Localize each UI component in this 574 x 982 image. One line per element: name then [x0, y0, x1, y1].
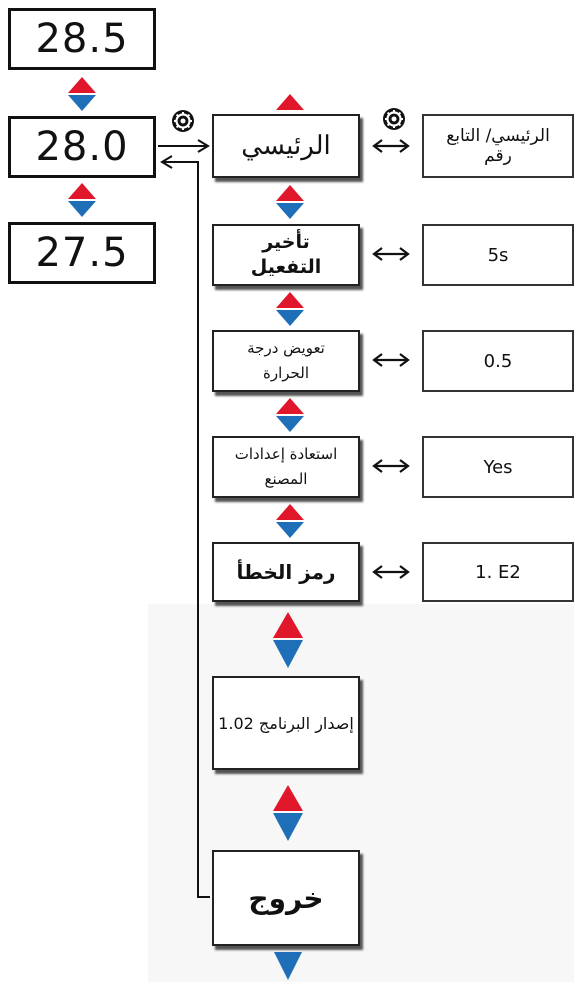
- value-factory-reset[interactable]: Yes: [422, 436, 574, 498]
- up-down-arrow-icon[interactable]: [273, 785, 303, 841]
- value-temp-compensation[interactable]: 0.5: [422, 330, 574, 392]
- double-arrow-icon: [372, 564, 410, 580]
- value-main-slave-number[interactable]: الرئيسي/ التابع رقم: [422, 114, 574, 178]
- return-loop-line: [162, 161, 210, 898]
- menu-software-version[interactable]: إصدار البرنامج 1.02: [212, 676, 360, 770]
- up-down-arrow-icon[interactable]: [68, 183, 96, 217]
- gear-icon[interactable]: [381, 106, 407, 132]
- up-down-arrow-icon[interactable]: [276, 504, 304, 538]
- value-activation-delay[interactable]: 5s: [422, 224, 574, 286]
- menu-activation-delay[interactable]: تأخير التفعيل: [212, 224, 360, 286]
- down-arrow-icon[interactable]: [274, 952, 302, 980]
- up-down-arrow-icon[interactable]: [276, 292, 304, 326]
- double-arrow-icon: [372, 246, 410, 262]
- temp-upper-box: 28.5: [8, 8, 156, 70]
- double-arrow-icon: [372, 352, 410, 368]
- up-arrow-icon[interactable]: [276, 94, 304, 110]
- temp-lower-box: 27.5: [8, 222, 156, 284]
- up-down-arrow-icon[interactable]: [68, 77, 96, 111]
- menu-main[interactable]: الرئيسي: [212, 114, 360, 178]
- menu-temp-compensation[interactable]: تعويض درجة الحرارة: [212, 330, 360, 392]
- menu-factory-reset[interactable]: استعادة إعدادات المصنع: [212, 436, 360, 498]
- double-arrow-icon: [372, 458, 410, 474]
- up-down-arrow-icon[interactable]: [273, 612, 303, 668]
- up-down-arrow-icon[interactable]: [276, 398, 304, 432]
- up-down-arrow-icon[interactable]: [276, 185, 304, 219]
- gear-icon[interactable]: [170, 108, 196, 134]
- value-error-code[interactable]: 1. E2: [422, 542, 574, 602]
- menu-error-code[interactable]: رمز الخطأ: [212, 542, 360, 602]
- double-arrow-icon: [372, 138, 410, 154]
- menu-exit[interactable]: خروج: [212, 850, 360, 946]
- temp-current-box[interactable]: 28.0: [8, 116, 156, 178]
